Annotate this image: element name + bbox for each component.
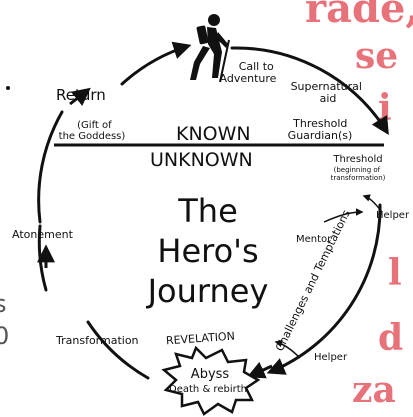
helper-bottom-label: Helper — [314, 352, 348, 363]
svg-text:0: 0 — [0, 322, 9, 350]
return-label: Return — [56, 86, 106, 104]
svg-text:se: se — [355, 35, 398, 77]
title-line-3: Journey — [146, 272, 269, 310]
arrow-mentor — [323, 208, 364, 223]
svg-text:za: za — [352, 369, 396, 411]
abyss-label: Abyss — [191, 367, 230, 382]
cropped-left-text: s 0 — [0, 86, 10, 350]
threshold-label: Threshold — [332, 154, 382, 165]
svg-text:d: d — [378, 317, 403, 359]
svg-text:s: s — [0, 290, 7, 318]
mentor-label: Mentor — [296, 234, 332, 245]
arc-to-hiker — [120, 41, 192, 86]
arrow-helper-bottom — [274, 339, 301, 359]
svg-text:l: l — [388, 252, 402, 294]
title-line-2: Hero's — [157, 232, 258, 270]
threshold-sub-label: (beginning of transformation) — [331, 166, 386, 182]
arrow-return — [69, 87, 91, 106]
svg-text:rade,: rade, — [305, 0, 413, 32]
threshold-guardians-label: Threshold Guardian(s) — [288, 117, 353, 142]
atonement-label: Atonement — [12, 228, 74, 241]
death-rebirth-label: Death & rebirth — [169, 384, 247, 395]
cropped-right-text: rade, se i l d za — [305, 0, 413, 411]
revelation-label: REVELATION — [166, 330, 236, 348]
arrow-helper-right — [362, 194, 383, 213]
diagram-title: The Hero's Journey — [146, 192, 269, 310]
known-label: KNOWN — [176, 123, 251, 145]
unknown-label: UNKNOWN — [150, 149, 253, 171]
arc-departure — [230, 46, 389, 136]
challenges-label: Challenges and Temptations — [273, 208, 353, 354]
abyss-burst: Abyss Death & rebirth — [161, 345, 261, 416]
helper-right-label: Helper — [376, 210, 410, 221]
transformation-label: Transformation — [55, 334, 139, 347]
arc-return-up — [37, 110, 64, 224]
arc-initiation — [266, 203, 382, 375]
hiker-icon — [190, 14, 230, 83]
arrow-into-abyss — [246, 361, 273, 379]
arc-to-transformation — [86, 320, 150, 380]
title-line-1: The — [177, 192, 238, 230]
supernatural-aid-label: Supernatural aid — [291, 80, 366, 105]
call-to-adventure-label: Call to Adventure — [220, 60, 278, 85]
gift-label: (Gift of the Goddess) — [59, 120, 126, 142]
